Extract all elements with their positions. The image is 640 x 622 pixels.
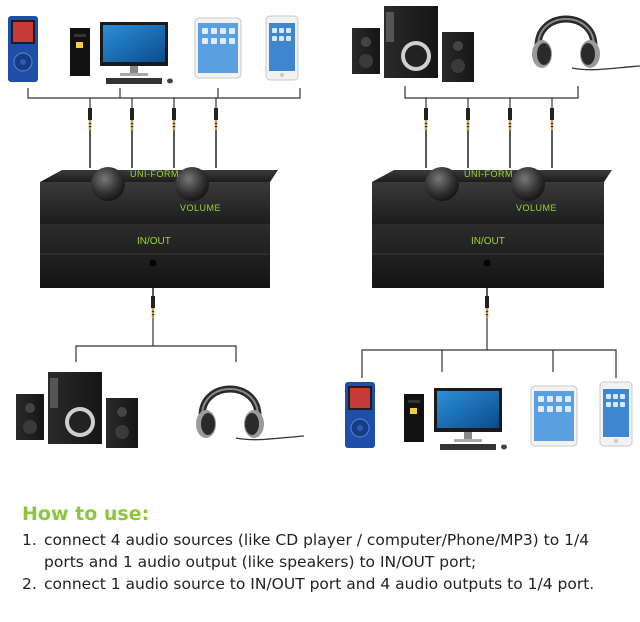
smartphone-icon <box>265 15 299 81</box>
instruction-step: 1. connect 4 audio sources (like CD play… <box>22 529 632 573</box>
brand-text: UNI-FORM <box>464 169 513 179</box>
selector-knob <box>425 167 459 201</box>
brand-text: UNI-FORM <box>130 169 179 179</box>
audio-plug <box>550 108 554 130</box>
in-out-port-label: IN/OUT <box>137 236 171 247</box>
audio-jack <box>149 259 157 267</box>
tablet-icon <box>194 17 242 79</box>
audio-plug <box>214 108 218 130</box>
smartphone-icon <box>599 381 633 447</box>
headphones-icon <box>196 389 304 440</box>
tablet-icon <box>530 385 578 447</box>
audio-plug <box>172 108 176 130</box>
audio-plug <box>485 296 489 318</box>
audio-plug <box>151 296 155 318</box>
speaker-system-icon <box>16 372 138 448</box>
volume-text: VOLUME <box>516 203 557 213</box>
left-setup: UNI-FORM VOLUME IN/OUT <box>7 15 304 448</box>
headphones-icon <box>532 19 640 70</box>
mp3-player-icon <box>7 15 39 83</box>
speaker-system-icon <box>352 6 474 82</box>
step-text: connect 1 audio source to IN/OUT port an… <box>44 575 595 593</box>
in-out-port-label: IN/OUT <box>471 236 505 247</box>
right-setup: UNI-FORM VOLUME IN/OUT <box>344 6 640 450</box>
audio-plug <box>88 108 92 130</box>
volume-knob <box>511 167 545 201</box>
audio-plug <box>130 108 134 130</box>
left-top-wiring <box>27 88 301 108</box>
selector-knob <box>91 167 125 201</box>
desktop-computer-icon <box>70 22 173 84</box>
audio-switch-box: UNI-FORM VOLUME IN/OUT <box>40 167 278 288</box>
step-number: 1. <box>22 531 37 549</box>
desktop-computer-icon <box>404 388 507 450</box>
volume-text: VOLUME <box>180 203 221 213</box>
audio-plug <box>424 108 428 130</box>
volume-knob <box>175 167 209 201</box>
mp3-player-icon <box>344 381 376 449</box>
instruction-steps: 1. connect 4 audio sources (like CD play… <box>22 529 632 595</box>
audio-switch-box: UNI-FORM VOLUME IN/OUT <box>372 167 612 288</box>
audio-switch-diagram: UNI-FORM VOLUME IN/OUT <box>7 6 640 450</box>
step-number: 2. <box>22 575 37 593</box>
step-text: connect 4 audio sources (like CD player … <box>44 531 590 571</box>
audio-plug <box>508 108 512 130</box>
how-to-use-section: How to use: 1. connect 4 audio sources (… <box>22 503 632 595</box>
how-to-use-title: How to use: <box>22 503 150 525</box>
audio-jack <box>483 259 491 267</box>
instruction-step: 2. connect 1 audio source to IN/OUT port… <box>22 573 632 595</box>
audio-plug <box>466 108 470 130</box>
